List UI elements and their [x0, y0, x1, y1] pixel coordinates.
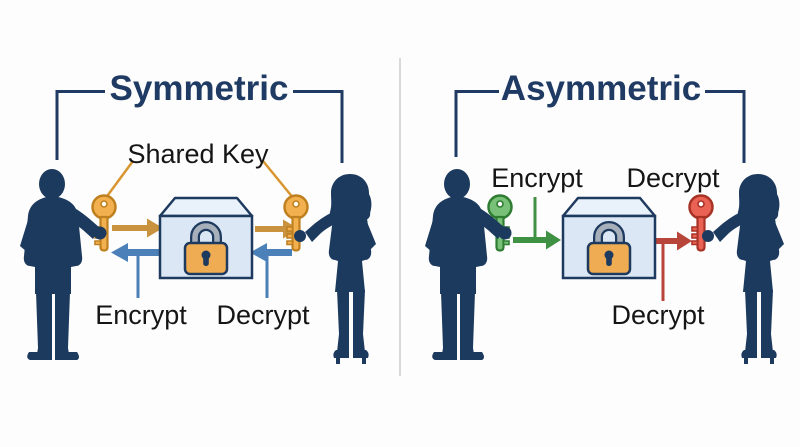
asymmetric-diagram-graphics	[425, 90, 784, 364]
symmetric-diagram-graphics	[20, 90, 376, 364]
asymmetric-panel: Asymmetric Encrypt Decrypt Decrypt	[400, 0, 800, 447]
gold-key-icon-left	[91, 194, 117, 252]
shared-key-label: Shared Key	[127, 139, 269, 169]
encrypt-label-connector-line	[136, 256, 140, 298]
shared-key-pointer-lines	[103, 160, 295, 200]
panel-divider	[399, 58, 401, 376]
decrypt-arrow-blue-right	[250, 243, 292, 298]
symmetric-panel: Symmetric Shared Key Encrypt Decrypt	[20, 69, 376, 364]
asymmetric-decrypt-label-top: Decrypt	[626, 163, 720, 193]
asymmetric-title: Asymmetric	[500, 69, 702, 108]
symmetric-encrypt-label: Encrypt	[95, 300, 187, 330]
symmetric-title: Symmetric	[109, 69, 289, 108]
woman-silhouette-icon	[702, 174, 784, 364]
title-bracket	[55, 90, 344, 163]
symmetric-decrypt-label: Decrypt	[216, 300, 310, 330]
padlock-box-icon	[160, 198, 252, 278]
padlock-box-icon	[563, 198, 655, 278]
decrypt-label-connector-line	[661, 244, 665, 301]
encrypt-arrow-gold-left	[112, 218, 163, 238]
man-silhouette-icon	[20, 169, 107, 360]
red-key-icon	[688, 194, 714, 252]
encrypt-arrow-green	[513, 197, 561, 250]
decrypt-arrow-blue-left	[111, 243, 163, 298]
asymmetric-decrypt-label-bottom: Decrypt	[611, 300, 705, 330]
encrypt-label-connector-line	[533, 197, 537, 239]
decrypt-arrow-red	[655, 231, 692, 301]
title-bracket	[454, 90, 746, 163]
asymmetric-encrypt-label: Encrypt	[491, 163, 583, 193]
decrypt-label-connector-line	[265, 256, 269, 298]
